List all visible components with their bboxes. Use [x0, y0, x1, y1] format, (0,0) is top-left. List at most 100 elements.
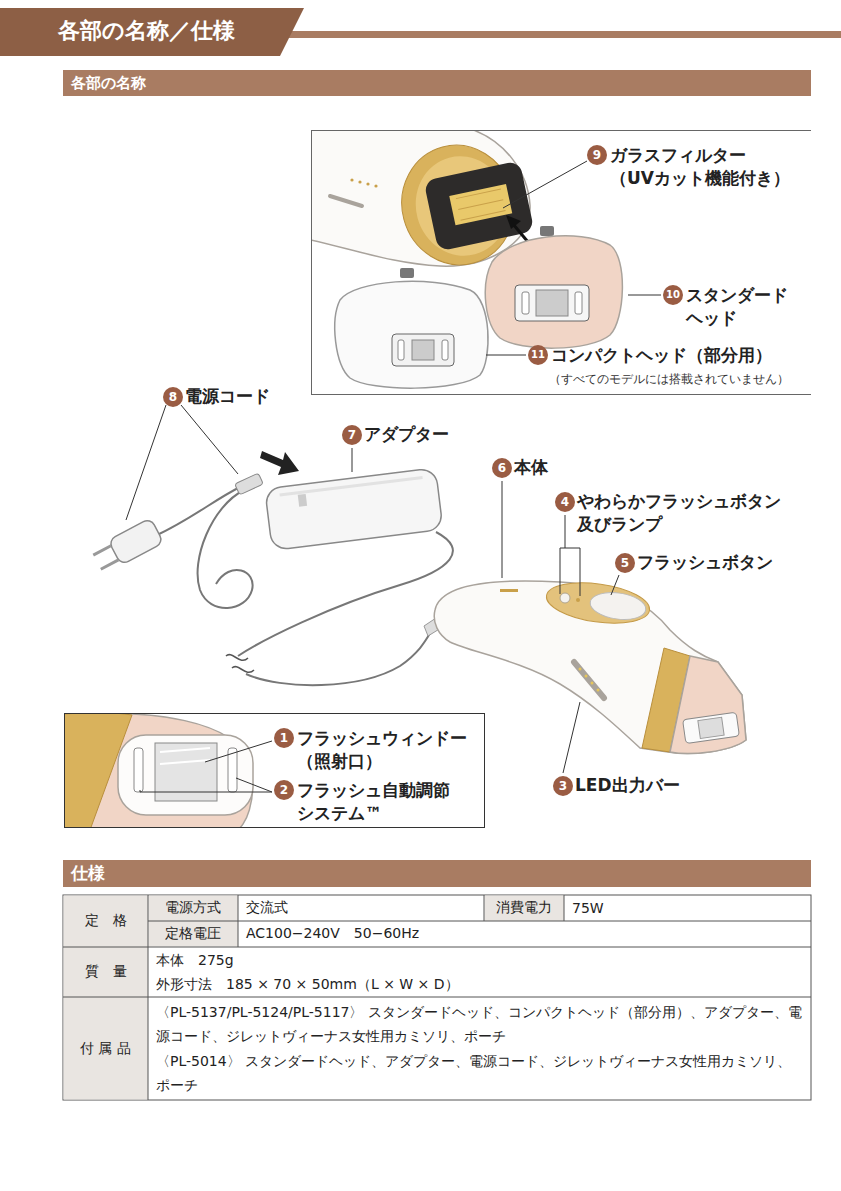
section-heading: 各部の名称 — [71, 70, 146, 96]
device-body — [579, 668, 582, 671]
spec-table — [148, 895, 149, 1100]
head-detail — [424, 161, 535, 252]
device-body — [588, 589, 647, 623]
part-name: フラッシュウィンドー （照射口） — [297, 727, 479, 773]
device-body — [670, 656, 746, 754]
adapter-cord — [232, 667, 254, 673]
power-plug — [235, 473, 264, 495]
callout-number: 3 — [553, 776, 573, 796]
spec-table — [63, 895, 811, 1100]
callout-number: 5 — [615, 553, 635, 573]
device-body — [683, 712, 740, 743]
table-cell: 〈PL-5137/PL-5124/PL-5117〉 スタンダードヘッド、コンパク… — [148, 1000, 811, 1049]
inset-panel: ガラスフィルター （UVカット機能付き） スタンダード ヘッドコンパクトヘッド（部… — [311, 130, 811, 395]
head-detail — [456, 189, 506, 220]
head-detail — [536, 290, 568, 316]
adapter-cord — [226, 532, 453, 685]
spec-table — [63, 895, 811, 1100]
part-name: 本体 — [514, 456, 548, 479]
table-cell: AC100−240V 50−60Hz — [238, 921, 811, 947]
power-cord — [198, 490, 253, 608]
head-detail — [358, 180, 361, 183]
leader-line — [140, 790, 272, 792]
head-closeup — [134, 748, 143, 792]
device-body — [683, 712, 740, 743]
callout-number: 8 — [163, 387, 183, 407]
head-detail — [442, 340, 448, 360]
callout-number: 11 — [528, 345, 548, 365]
spec-table — [63, 947, 811, 948]
head-detail — [398, 340, 404, 360]
spec-table — [485, 896, 565, 922]
table-cell: 付 属 品 — [63, 997, 148, 1100]
table-cell: 定格電圧 — [148, 921, 238, 947]
head-detail — [515, 285, 589, 321]
head-detail — [522, 292, 529, 314]
leader-line — [486, 355, 526, 356]
part-name: フラッシュボタン — [637, 551, 773, 574]
table-cell: 質 量 — [63, 947, 148, 997]
power-cord — [155, 487, 240, 536]
head-detail — [335, 281, 488, 388]
leader-line — [236, 778, 272, 792]
head-detail — [485, 236, 622, 348]
adapter — [265, 468, 443, 550]
part-name: ガラスフィルター （UVカット機能付き） — [610, 144, 800, 190]
table-cell: 消費電力 — [484, 895, 564, 921]
spec-table — [63, 895, 811, 1100]
leader-line — [611, 575, 619, 595]
inset-panel: フラッシュウィンドー （照射口） フラッシュ自動調節 システム™ — [64, 713, 485, 828]
device-body — [576, 598, 580, 602]
leader-line — [503, 161, 587, 208]
table-cell: 本体 275g — [148, 948, 811, 973]
leader-line — [126, 405, 166, 520]
spec-table — [564, 895, 565, 921]
power-cord — [155, 487, 253, 608]
device-body — [585, 675, 588, 678]
note-text: （すべてのモデルには搭載されていません） — [549, 369, 789, 389]
spec-table — [63, 997, 811, 998]
leader-line — [628, 295, 661, 296]
section-band: 仕様 — [63, 860, 811, 887]
callout-number: 2 — [274, 780, 294, 800]
page-title: 各部の名称／仕様 — [58, 16, 235, 46]
leader-line — [181, 405, 238, 474]
part-name: コンパクトヘッド（部分用） — [551, 344, 772, 367]
spec-table — [148, 921, 811, 922]
section-heading: 仕様 — [71, 860, 105, 886]
callout-number: 1 — [274, 728, 294, 748]
callout-number: 9 — [587, 145, 607, 165]
table-cell: 外形寸法 185 × 70 × 50mm（L × W × D） — [148, 972, 811, 997]
part-name: フラッシュ自動調節 システム™ — [297, 779, 467, 825]
part-name: LED出力バー — [575, 774, 680, 797]
leader-line — [563, 702, 580, 773]
leader-line — [486, 161, 661, 355]
table-cell: 電源方式 — [148, 895, 238, 921]
head-detail — [374, 184, 377, 187]
head-detail — [350, 178, 353, 181]
leader-line — [502, 481, 503, 578]
device-body — [500, 589, 518, 592]
head-closeup — [160, 748, 210, 764]
adapter-cord — [226, 655, 248, 661]
device-body — [698, 717, 724, 738]
table-cell: 75W — [564, 895, 811, 921]
adapter-cord — [238, 532, 453, 656]
head-detail — [405, 146, 520, 266]
callout-number: 4 — [555, 492, 575, 512]
table-cell: 交流式 — [238, 895, 484, 921]
head-detail — [506, 215, 521, 229]
head-detail — [412, 340, 434, 360]
head-closeup — [118, 735, 253, 815]
leader-line — [352, 448, 353, 472]
power-plug — [260, 451, 299, 475]
spec-table — [238, 895, 239, 947]
callout-number: 7 — [342, 425, 362, 445]
part-name: やわらかフラッシュボタン 及びランプ — [577, 490, 799, 536]
adapter-cord — [246, 630, 432, 685]
adapter — [265, 468, 443, 550]
head-detail — [540, 226, 554, 236]
section-band: 各部の名称 — [63, 70, 811, 96]
part-name: スタンダード ヘッド — [686, 284, 802, 330]
